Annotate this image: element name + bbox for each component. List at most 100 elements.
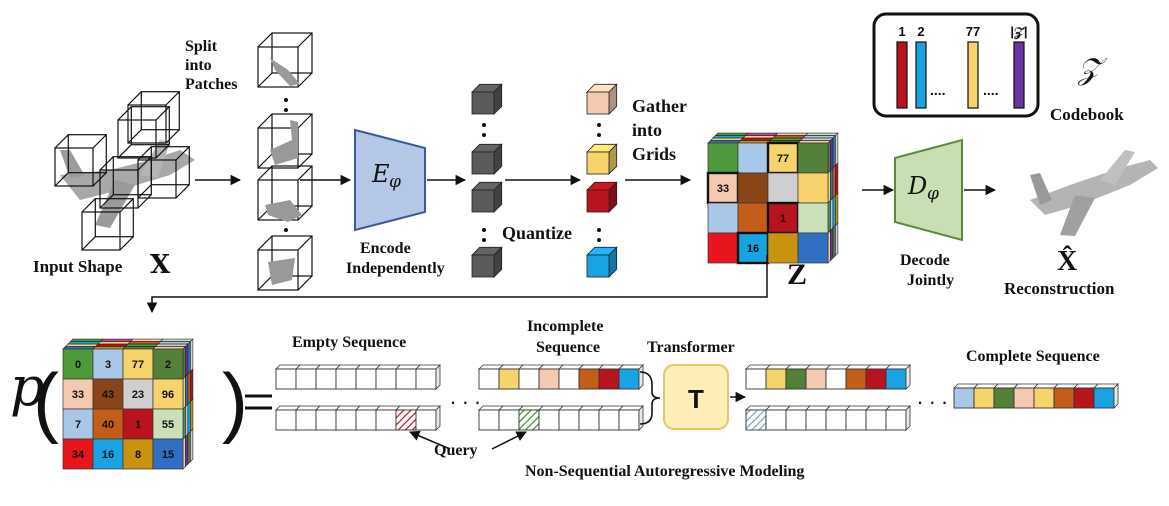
sequence-token <box>578 368 600 390</box>
sequence-token <box>785 368 807 390</box>
encoded-token <box>471 143 503 175</box>
front-face-cell <box>797 142 829 174</box>
front-face-cell <box>797 202 829 234</box>
top-face-cell <box>152 346 187 350</box>
input-shape-symbol: X <box>150 250 171 280</box>
sequence-token <box>885 409 907 431</box>
token-side <box>638 405 644 431</box>
front-face-cell <box>707 202 739 234</box>
input-wire-cube <box>137 146 190 199</box>
front-face-cell <box>62 438 94 470</box>
codebook-dots: .... <box>983 82 999 98</box>
sequence-token <box>315 368 337 390</box>
top-face-cell <box>714 132 749 136</box>
codebook-label: Codebook <box>1050 105 1124 124</box>
top-face-cell <box>127 341 162 345</box>
sequence-token <box>415 409 437 431</box>
sequence-token <box>953 387 975 409</box>
side-face-cell <box>182 375 186 410</box>
patch-dot <box>284 98 288 102</box>
token-dot <box>482 228 486 232</box>
input-patch-cubes <box>54 91 190 251</box>
input-wire-cube <box>127 91 180 144</box>
gather-label-line3: Grids <box>632 144 677 164</box>
top-face-cell <box>802 135 837 139</box>
sequence-token <box>375 409 397 431</box>
token-dot <box>597 123 601 127</box>
top-face-cell <box>707 140 742 144</box>
transformer-block <box>663 364 729 430</box>
right-paren: ) <box>222 357 248 445</box>
sequence-token <box>1033 387 1055 409</box>
cell-number: 7 <box>75 419 81 431</box>
sequence-token <box>538 409 560 431</box>
front-face-cell <box>736 231 770 265</box>
sequence-token <box>845 368 867 390</box>
sequence-token <box>395 409 417 431</box>
sequence-token <box>478 368 500 390</box>
top-face-cell <box>709 137 744 141</box>
front-face-cell <box>767 172 799 204</box>
side-face-cell <box>830 167 834 202</box>
complete-sequence <box>953 383 1119 409</box>
split-label-line2: into <box>185 57 212 74</box>
cell-number: 23 <box>132 389 144 401</box>
incomplete-sequence-bottom <box>478 405 644 431</box>
encode-label-line2: Independently <box>346 260 445 277</box>
sequence-token <box>745 409 767 431</box>
left-paren: ( <box>33 357 59 445</box>
decoder-symbol: D <box>908 172 928 200</box>
encoded-token <box>471 83 503 115</box>
token-side <box>905 364 911 390</box>
sequence-token <box>973 387 995 409</box>
sequence-token <box>295 368 317 390</box>
query-arrow-right <box>491 431 527 450</box>
front-face-cell <box>707 232 739 264</box>
token-side <box>638 364 644 390</box>
cell-number: 16 <box>102 449 114 461</box>
sequence-token <box>1093 387 1115 409</box>
input-wire-cube <box>81 198 134 251</box>
codebook-index: 2 <box>917 24 924 39</box>
top-face-cell <box>799 137 834 141</box>
side-face-cell <box>190 338 194 373</box>
cell-number: 40 <box>102 419 114 431</box>
side-face-cell <box>835 162 839 197</box>
sequence-token <box>865 409 887 431</box>
sequence-token <box>765 368 787 390</box>
cell-number: 1 <box>780 213 786 225</box>
cell-number: 15 <box>162 449 174 461</box>
top-face-cell <box>769 137 804 141</box>
cell-number: 0 <box>75 359 81 371</box>
side-face-cell <box>185 373 189 408</box>
cell-number: 96 <box>162 389 174 401</box>
patch-cube <box>257 32 313 88</box>
empty-sequence-label: Empty Sequence <box>292 334 407 351</box>
incomplete-label-line2: Sequence <box>536 339 600 356</box>
quantized-token <box>586 246 618 278</box>
front-face-cell <box>92 378 124 410</box>
quantized-token <box>586 83 618 115</box>
token-dot <box>597 228 601 232</box>
cell-number: 1 <box>135 419 141 431</box>
input-shape-label: Input Shape <box>33 257 123 276</box>
incomplete-label-line1: Incomplete <box>527 318 604 335</box>
cell-number: 77 <box>777 153 789 165</box>
side-face-cell <box>832 134 836 169</box>
front-face-cell <box>737 172 769 204</box>
sequence-token <box>825 409 847 431</box>
top-face-cell <box>712 135 747 139</box>
patch-dot <box>284 228 288 232</box>
side-face-cell <box>830 227 834 262</box>
encoder-block <box>354 128 426 232</box>
sequence-token <box>355 368 377 390</box>
codebook-index: |𝒵| <box>1010 24 1027 40</box>
ellipsis-2: . . . <box>917 384 948 409</box>
decoder-block <box>894 138 963 242</box>
side-face-cell <box>187 370 191 405</box>
decode-label-line1: Decode <box>900 252 950 269</box>
cell-number: 33 <box>72 389 84 401</box>
